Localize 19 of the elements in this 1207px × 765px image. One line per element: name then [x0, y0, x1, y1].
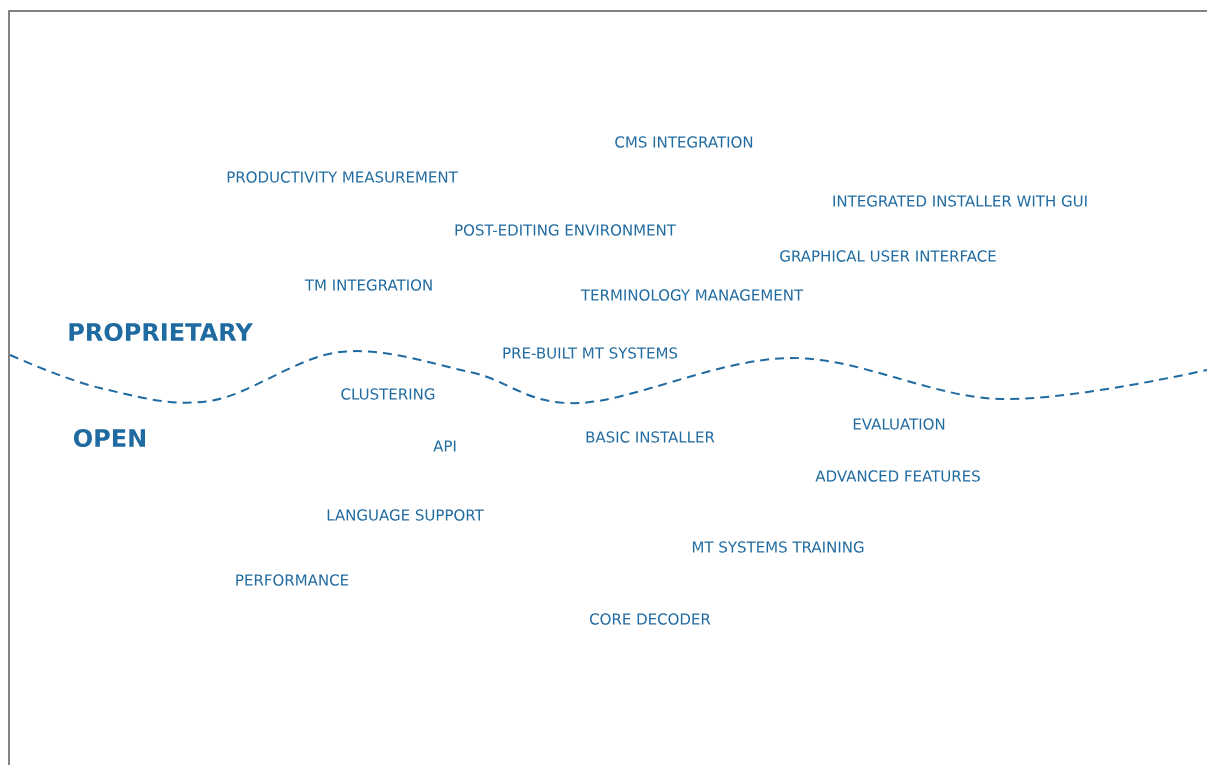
feature-label: API [433, 440, 456, 452]
feature-label: CLUSTERING [341, 388, 435, 400]
feature-label: EVALUATION [853, 418, 945, 430]
feature-label: PRODUCTIVITY MEASUREMENT [227, 171, 458, 183]
feature-label: POST-EDITING ENVIRONMENT [455, 224, 676, 236]
feature-label: INTEGRATED INSTALLER WITH GUI [833, 195, 1087, 207]
feature-label: TERMINOLOGY MANAGEMENT [580, 289, 804, 301]
feature-label: GRAPHICAL USER INTERFACE [780, 250, 996, 262]
feature-label: PERFORMANCE [236, 574, 349, 586]
feature-label: BASIC INSTALLER [586, 431, 715, 443]
feature-label: ADVANCED FEATURES [815, 470, 980, 482]
feature-label: TM INTEGRATION [304, 279, 432, 291]
feature-label: PRE-BUILT MT SYSTEMS [503, 347, 678, 359]
feature-label: LANGUAGE SUPPORT [327, 509, 484, 521]
category-heading: OPEN [73, 428, 146, 448]
feature-label: CMS INTEGRATION [615, 136, 753, 148]
feature-label: CORE DECODER [590, 613, 711, 625]
category-heading: PROPRIETARY [69, 322, 253, 342]
feature-label: MT SYSTEMS TRAINING [692, 541, 864, 553]
